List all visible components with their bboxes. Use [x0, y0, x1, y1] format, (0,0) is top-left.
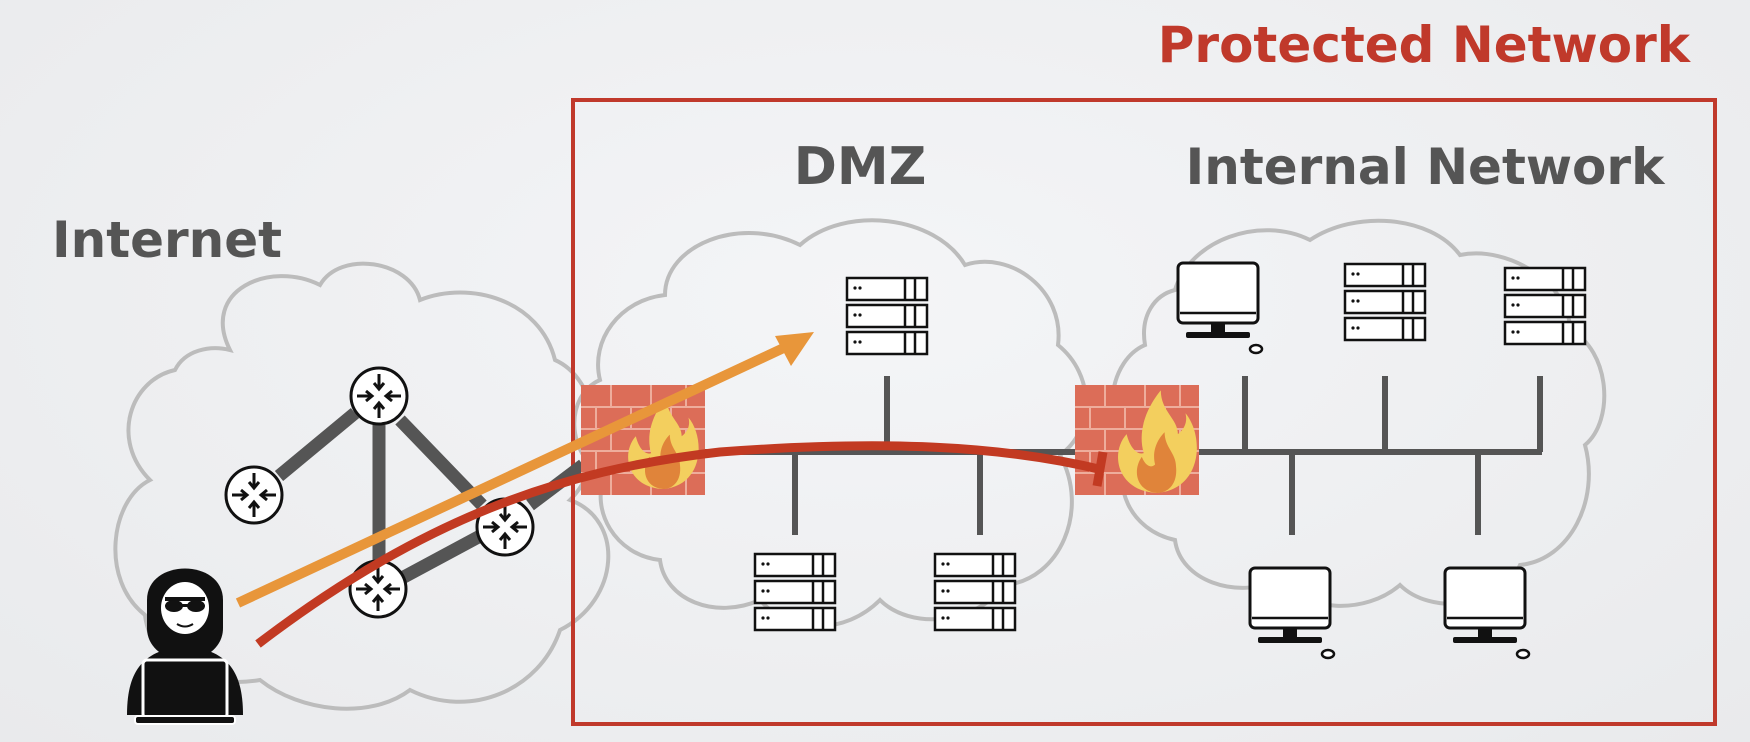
dmz-server-icon — [753, 552, 837, 632]
router-icon — [224, 465, 284, 525]
desktop-computer-icon — [1248, 566, 1336, 660]
blocked-traffic-path — [255, 441, 1108, 648]
hooded-hacker-laptop-icon — [127, 568, 243, 725]
internet-cloud — [113, 261, 611, 711]
internet-label: Internet — [52, 211, 282, 269]
desktop-computer-icon — [1176, 261, 1264, 355]
dmz-server-icon — [933, 552, 1017, 632]
firewall-internal-icon — [1074, 384, 1200, 496]
internal-network-label: Internal Network — [1186, 138, 1666, 196]
router-icon — [349, 366, 409, 426]
internal-server-icon — [1343, 262, 1427, 342]
internal-server-icon — [1503, 266, 1587, 346]
firewall-dmz-icon — [580, 384, 706, 496]
allowed-traffic-arrow — [235, 332, 814, 608]
protected-network-label: Protected Network — [1158, 16, 1692, 74]
router-icon — [348, 559, 408, 619]
internal-bus — [1190, 376, 1543, 535]
dmz-label: DMZ — [794, 137, 927, 197]
dmz-server-icon — [845, 276, 929, 356]
desktop-computer-icon — [1443, 566, 1531, 660]
protected-network-boundary — [571, 98, 1717, 726]
